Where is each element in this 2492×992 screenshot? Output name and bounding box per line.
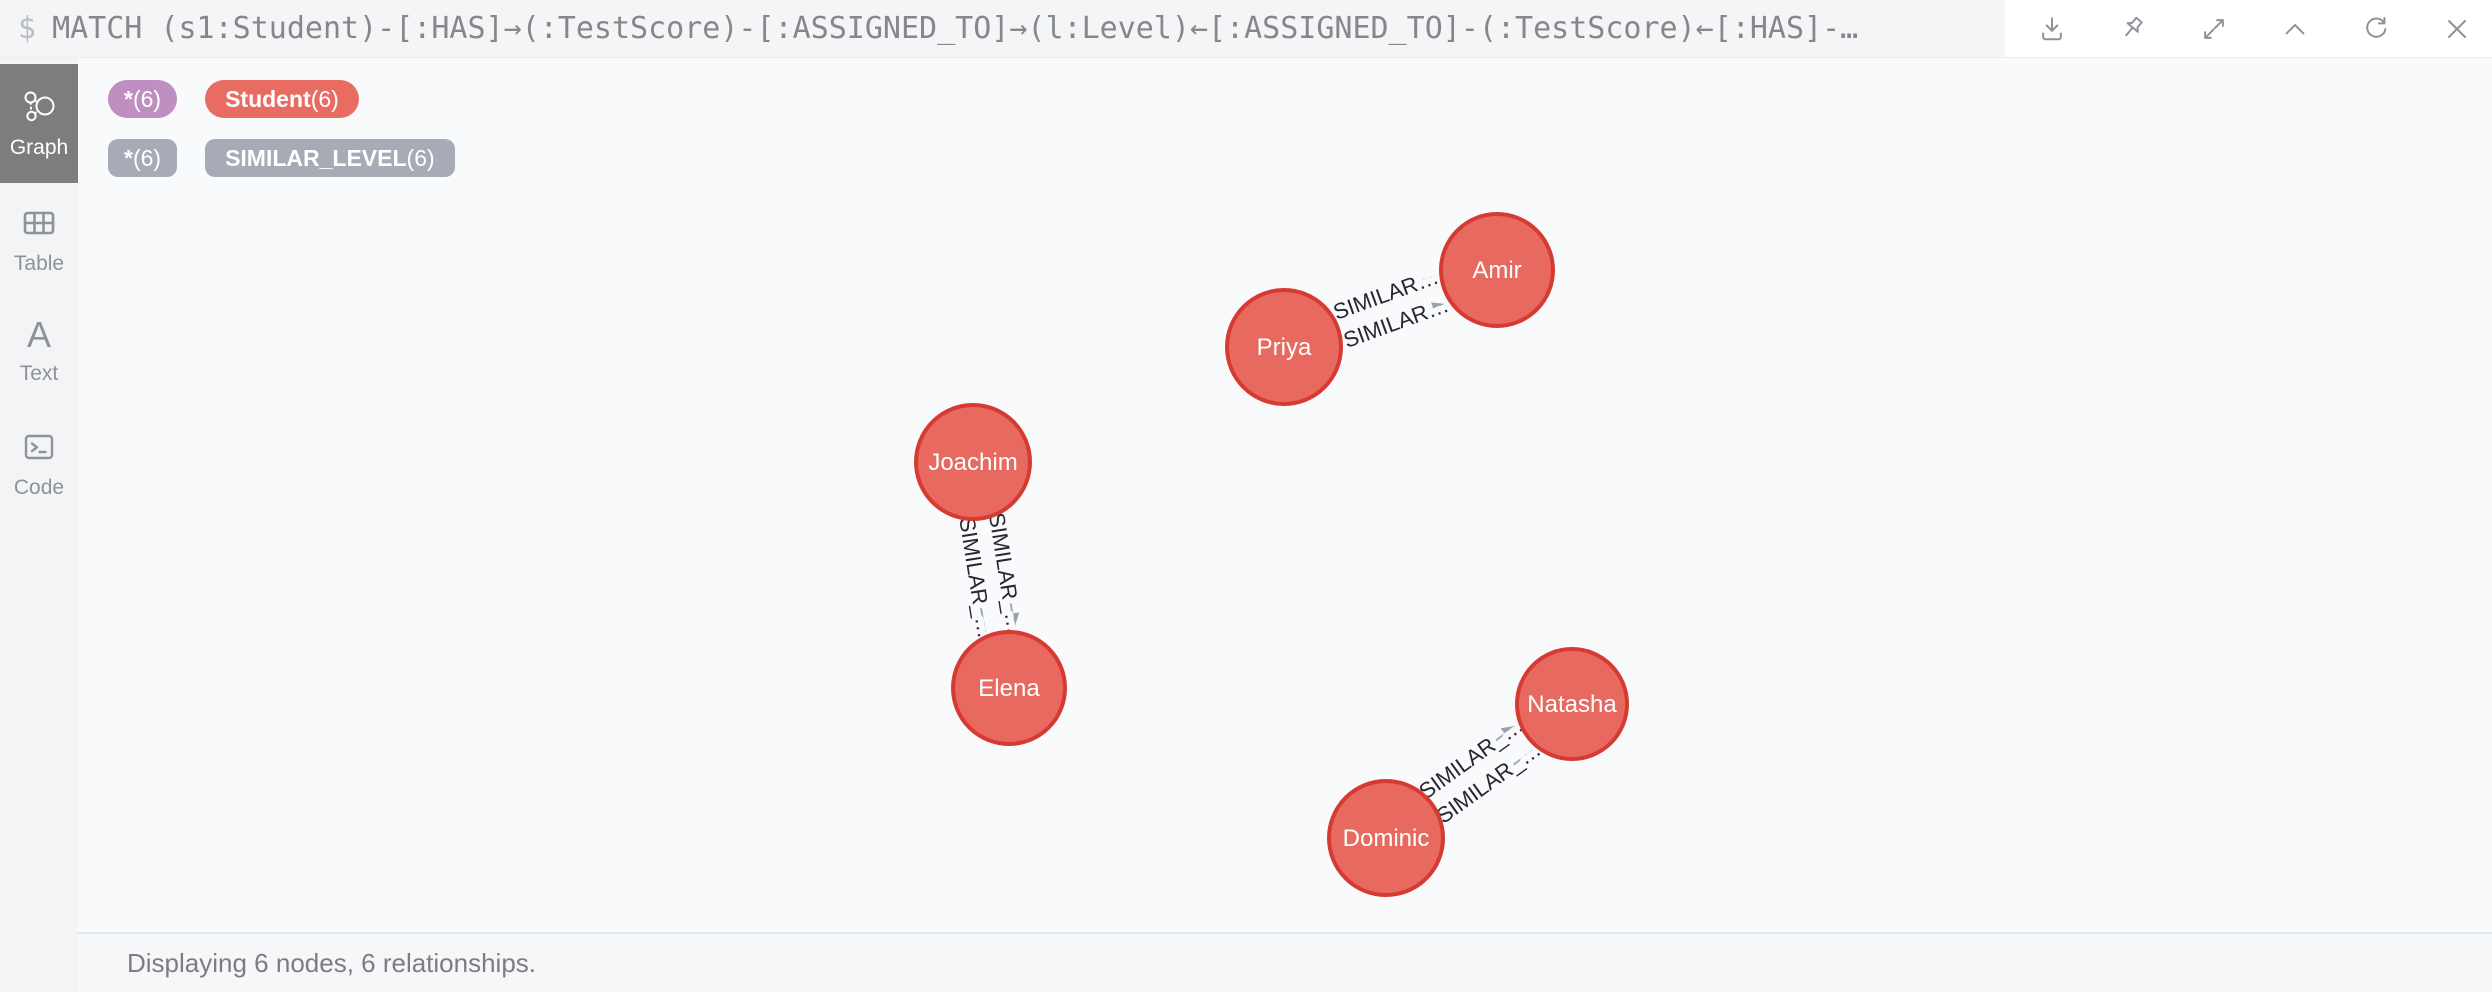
pill-count: (6) [310,85,339,112]
pill-count: (6) [132,85,162,112]
status-bar: Displaying 6 nodes, 6 relationships. [78,932,2492,992]
pill-count: (6) [406,144,435,171]
pill-label: * [124,85,133,112]
tab-text[interactable]: A Text [0,295,78,407]
pill-label: * [124,144,133,171]
pin-button[interactable] [2116,12,2150,46]
rel-type-pill-all[interactable]: *(6) [108,139,178,177]
node-pills-row: *(6) Student(6) [108,80,455,118]
graph-icon [24,91,55,122]
pill-count: (6) [132,144,162,171]
cypher-query-text: MATCH (s1:Student)-[:HAS]→(:TestScore)-[… [52,11,1859,46]
download-icon [2042,16,2062,40]
pin-icon [2125,16,2143,36]
rel-type-pill-similar-level[interactable]: SIMILAR_LEVEL(6) [205,139,455,177]
pill-label: SIMILAR_LEVEL [225,144,407,171]
close-icon [2448,19,2466,38]
pill-label: Student [225,85,311,112]
download-button[interactable] [2035,12,2069,46]
result-legend: *(6) Student(6) *(6) SIMILAR_LEVEL(6) [108,80,455,177]
chevron-up-icon [2285,23,2305,34]
tab-graph-label: Graph [9,136,69,159]
code-icon [24,434,54,459]
tab-code-label: Code [13,475,65,499]
close-button[interactable] [2440,12,2474,46]
tab-code[interactable]: Code [0,407,78,519]
tab-table[interactable]: Table [0,183,78,295]
node-label-pill-all[interactable]: *(6) [108,80,178,118]
fullscreen-button[interactable] [2197,12,2231,46]
result-view-tabs: Graph Table A Text Code [0,57,78,992]
graph-canvas[interactable] [78,57,2492,932]
status-text: Displaying 6 nodes, 6 relationships. [127,947,537,978]
tab-text-label: Text [19,361,59,385]
query-bar: $ MATCH (s1:Student)-[:HAS]→(:TestScore)… [0,0,2492,58]
relationship-pills-row: *(6) SIMILAR_LEVEL(6) [108,139,455,177]
rerun-button[interactable] [2359,12,2393,46]
collapse-button[interactable] [2278,12,2312,46]
rerun-icon [2366,16,2387,38]
tab-table-label: Table [13,251,65,275]
fullscreen-icon [2204,18,2224,39]
tab-graph[interactable]: Graph [0,64,78,183]
query-editor[interactable]: $ MATCH (s1:Student)-[:HAS]→(:TestScore)… [0,0,2005,57]
table-icon [23,211,55,234]
frame-actions [2005,0,2492,57]
text-icon: A [26,313,51,355]
node-label-pill-student[interactable]: Student(6) [205,80,359,118]
prompt-symbol: $ [18,11,37,46]
